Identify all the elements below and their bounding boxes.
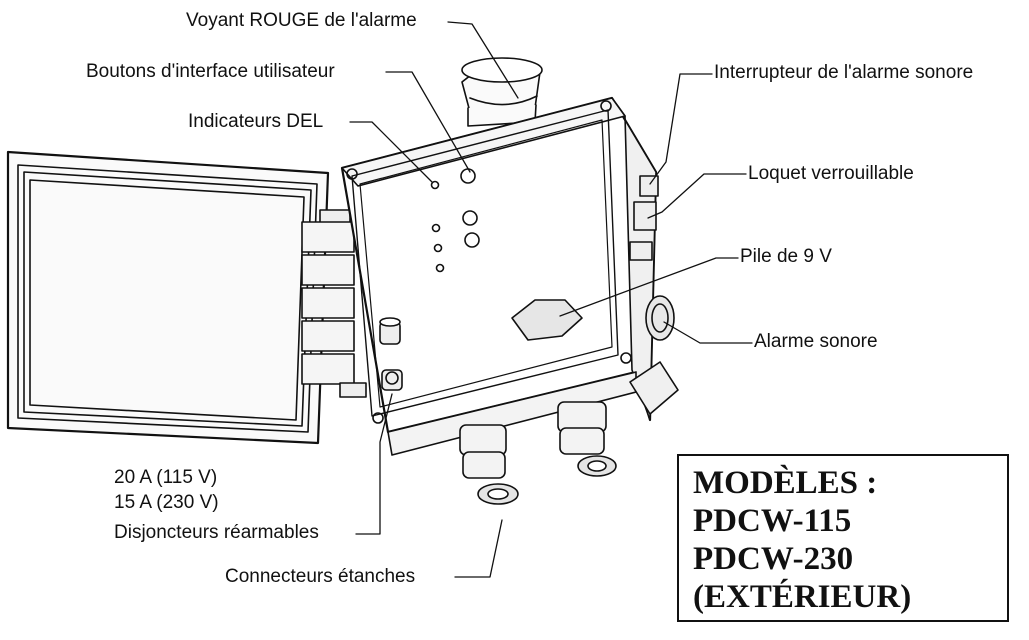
label-user-interface-buttons: Boutons d'interface utilisateur bbox=[86, 61, 335, 82]
resettable-breakers bbox=[379, 317, 403, 391]
label-led-indicators: Indicateurs DEL bbox=[188, 111, 324, 132]
leader-lines bbox=[349, 21, 753, 578]
label-red-alarm-light: Voyant ROUGE de l'alarme bbox=[186, 10, 417, 31]
label-watertight-connectors: Connecteurs étanches bbox=[225, 566, 416, 587]
open-door bbox=[6, 150, 330, 445]
label-audible-alarm: Alarme sonore bbox=[754, 331, 878, 352]
battery-9v bbox=[511, 299, 583, 341]
watertight-connectors bbox=[459, 401, 617, 505]
label-resettable-breakers: Disjoncteurs réarmables bbox=[114, 522, 319, 543]
alarm-beacon bbox=[461, 57, 543, 127]
models-heading: MODÈLES : bbox=[693, 465, 878, 501]
label-breaker-20a: 20 A (115 V) bbox=[114, 467, 218, 488]
model-item: PDCW-115 bbox=[693, 503, 852, 539]
hinges bbox=[301, 209, 367, 398]
led-indicators bbox=[430, 180, 445, 273]
enclosure-box bbox=[340, 96, 679, 456]
models-box: MODÈLES : PDCW-115 PDCW-230 (EXTÉRIEUR) bbox=[677, 454, 1009, 622]
label-audible-alarm-switch: Interrupteur de l'alarme sonore bbox=[714, 62, 974, 83]
label-breaker-15a: 15 A (230 V) bbox=[114, 492, 219, 513]
ui-buttons bbox=[460, 168, 480, 248]
label-battery-9v: Pile de 9 V bbox=[740, 246, 832, 267]
model-item: (EXTÉRIEUR) bbox=[693, 579, 912, 615]
label-lockable-latch: Loquet verrouillable bbox=[748, 163, 914, 184]
model-item: PDCW-230 bbox=[693, 541, 854, 577]
